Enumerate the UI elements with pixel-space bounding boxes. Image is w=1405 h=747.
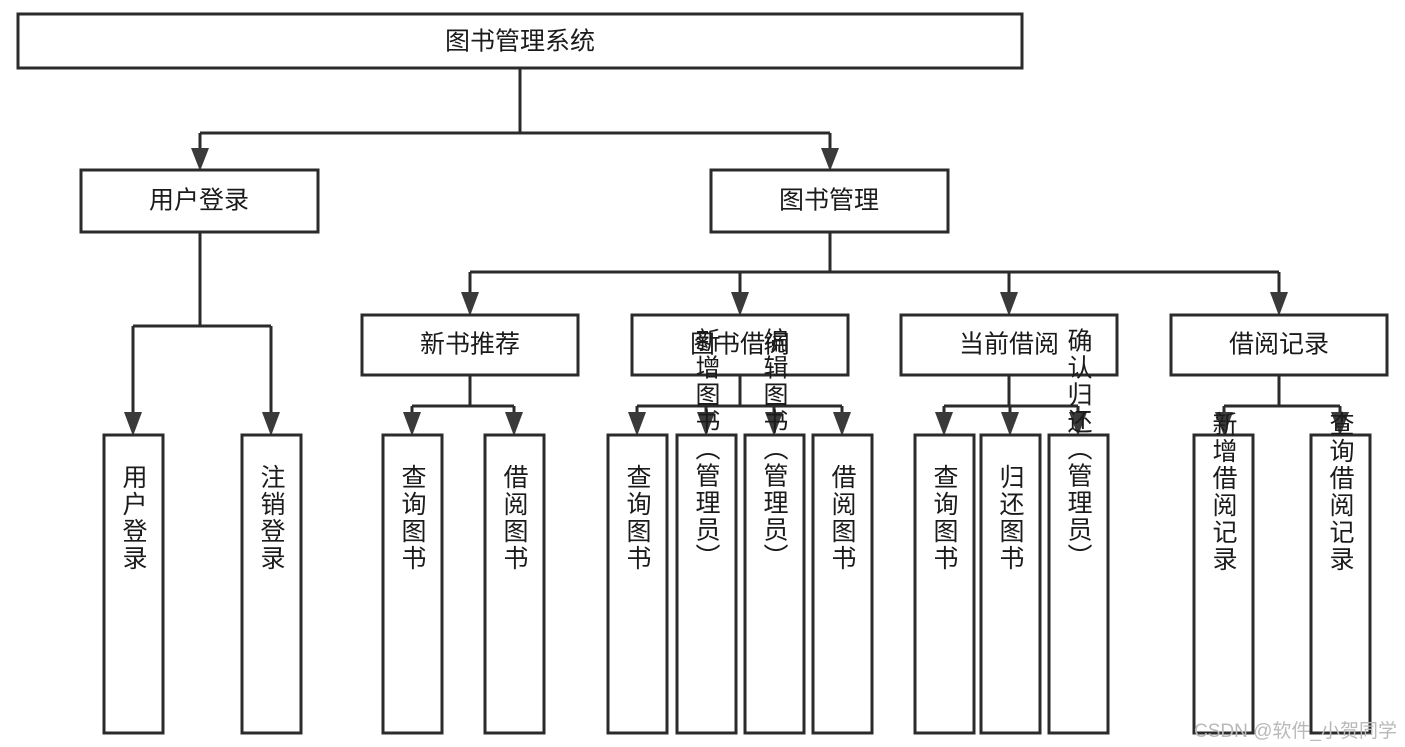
node-leaf11-label: 确认归还（管理员） xyxy=(1064,328,1093,571)
node-leaf7[interactable]: 编辑图书（管理员） xyxy=(743,328,806,735)
node-borrow[interactable]: 图书借阅 xyxy=(630,313,850,377)
node-borrow-label: 图书借阅 xyxy=(690,331,790,359)
node-leaf2-label: 注销登录 xyxy=(257,464,286,572)
node-leaf3[interactable]: 查询图书 xyxy=(381,433,444,735)
arrowhead-to-leaf5 xyxy=(628,412,646,436)
node-bookmgmt-label: 图书管理 xyxy=(779,187,879,215)
connector-record-bus xyxy=(1222,375,1342,424)
node-leaf9-box[interactable] xyxy=(913,433,976,735)
node-login-label: 用户登录 xyxy=(149,187,249,215)
node-leaf7-box[interactable] xyxy=(743,433,806,735)
arrowhead-to-record xyxy=(1270,292,1288,316)
node-leaf7-label: 编辑图书（管理员） xyxy=(760,328,789,571)
node-leaf1-label: 用户登录 xyxy=(119,464,148,572)
node-leaf2-box[interactable] xyxy=(240,433,303,735)
node-leaf10-label: 归还图书 xyxy=(996,464,1025,572)
node-bookmgmt[interactable]: 图书管理 xyxy=(709,168,950,234)
node-leaf6-box[interactable] xyxy=(675,433,738,735)
node-newbook-box[interactable] xyxy=(360,313,580,377)
arrowhead-to-leaf9 xyxy=(935,412,953,436)
node-current[interactable]: 当前借阅 xyxy=(899,313,1119,377)
arrowhead-to-leaf4 xyxy=(505,412,523,436)
node-leaf8-label: 借阅图书 xyxy=(828,464,857,572)
connector-bookmgmt-bus xyxy=(468,232,1281,304)
node-leaf12-box[interactable] xyxy=(1192,433,1255,735)
arrowhead-to-leaf8 xyxy=(833,412,851,436)
arrowhead-to-login xyxy=(191,148,209,171)
node-leaf8-box[interactable] xyxy=(811,433,874,735)
node-leaf10[interactable]: 归还图书 xyxy=(979,433,1042,735)
node-leaf5-label: 查询图书 xyxy=(623,464,652,572)
node-leaf4[interactable]: 借阅图书 xyxy=(483,433,546,735)
node-leaf4-box[interactable] xyxy=(483,433,546,735)
node-leaf2[interactable]: 注销登录 xyxy=(240,433,303,735)
connectors xyxy=(124,68,1349,436)
node-leaf13-label: 查询借阅记录 xyxy=(1326,411,1355,573)
node-newbook[interactable]: 新书推荐 xyxy=(360,313,580,377)
node-current-box[interactable] xyxy=(899,313,1119,377)
node-root-label: 图书管理系统 xyxy=(445,28,595,56)
node-record[interactable]: 借阅记录 xyxy=(1169,313,1389,377)
arrowhead-to-newbook xyxy=(461,292,479,316)
arrowhead-to-leaf10 xyxy=(1001,412,1019,436)
node-bookmgmt-box[interactable] xyxy=(709,168,950,234)
node-leaf6[interactable]: 新增图书（管理员） xyxy=(675,328,738,735)
node-root-box[interactable] xyxy=(16,12,1024,70)
node-current-label: 当前借阅 xyxy=(959,331,1059,359)
node-leaf3-label: 查询图书 xyxy=(398,464,427,572)
arrowhead-to-leaf1 xyxy=(124,412,142,436)
arrowhead-to-leaf3 xyxy=(403,412,421,436)
arrowhead-to-leaf13 xyxy=(1331,412,1349,436)
arrowhead-to-leaf12 xyxy=(1215,412,1233,436)
node-leaf11-box[interactable] xyxy=(1047,433,1110,735)
node-record-label: 借阅记录 xyxy=(1229,331,1329,359)
node-leaf5-box[interactable] xyxy=(606,433,669,735)
node-leaf13-box[interactable] xyxy=(1309,433,1372,735)
node-leaf12-label: 新增借阅记录 xyxy=(1209,411,1238,573)
arrowhead-to-leaf11 xyxy=(1069,412,1087,436)
node-leaf9[interactable]: 查询图书 xyxy=(913,433,976,735)
node-leaf10-box[interactable] xyxy=(979,433,1042,735)
arrowhead-to-borrow xyxy=(731,292,749,316)
node-leaf3-box[interactable] xyxy=(381,433,444,735)
node-login-box[interactable] xyxy=(79,168,320,234)
connector-login-bus xyxy=(131,232,273,424)
node-leaf1[interactable]: 用户登录 xyxy=(102,433,165,735)
node-login[interactable]: 用户登录 xyxy=(79,168,320,234)
node-leaf5[interactable]: 查询图书 xyxy=(606,433,669,735)
arrowhead-to-leaf2 xyxy=(262,412,280,436)
connector-newbook-bus xyxy=(410,375,516,424)
arrowhead-to-leaf7 xyxy=(765,412,783,436)
node-leaf4-label: 借阅图书 xyxy=(500,464,529,572)
node-leaf1-box[interactable] xyxy=(102,433,165,735)
node-leaf12[interactable]: 新增借阅记录 xyxy=(1192,411,1255,735)
connector-root-bus xyxy=(198,68,832,160)
node-leaf9-label: 查询图书 xyxy=(930,464,959,572)
arrowhead-to-current xyxy=(1000,292,1018,316)
node-borrow-box[interactable] xyxy=(630,313,850,377)
node-leaf13[interactable]: 查询借阅记录 xyxy=(1309,411,1372,735)
node-leaf11[interactable]: 确认归还（管理员） xyxy=(1047,328,1110,735)
connector-borrow-bus xyxy=(635,375,844,424)
arrowhead-to-bookmgmt xyxy=(821,148,839,171)
node-root[interactable]: 图书管理系统 xyxy=(16,12,1024,70)
node-record-box[interactable] xyxy=(1169,313,1389,377)
node-newbook-label: 新书推荐 xyxy=(420,331,520,359)
node-leaf8[interactable]: 借阅图书 xyxy=(811,433,874,735)
node-leaf6-label: 新增图书（管理员） xyxy=(692,328,721,571)
arrowhead-to-leaf6 xyxy=(697,412,715,436)
